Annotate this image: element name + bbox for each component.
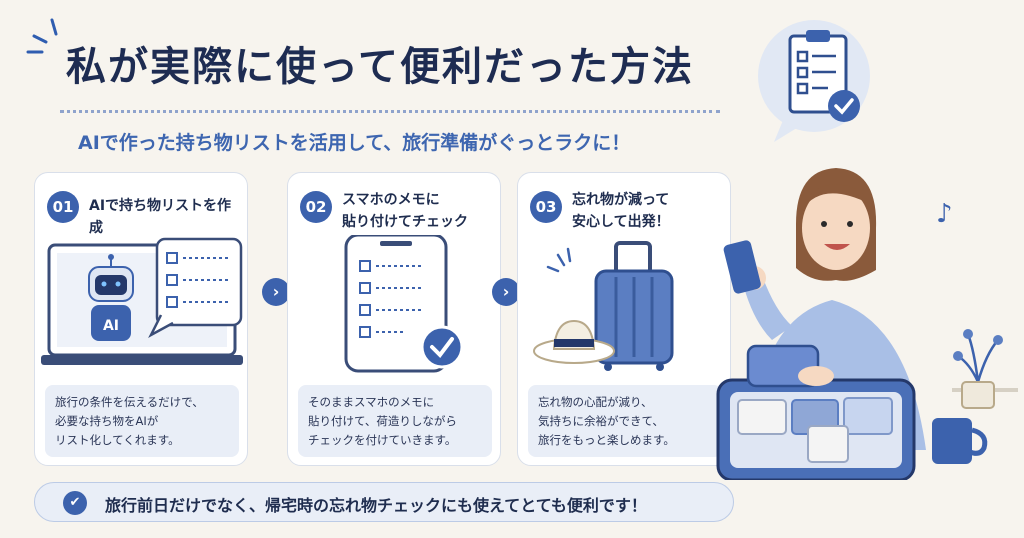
step-title-3: 忘れ物が減って 安心して出発！: [572, 192, 670, 230]
step-desc-2: そのままスマホのメモに 貼り付けて、荷造りしながら チェックを付けていきます。: [298, 385, 492, 457]
sparkle-icon: [26, 18, 58, 54]
smartphone-checklist-icon: [344, 235, 464, 373]
step-card-2: 02 スマホのメモに 貼り付けてチェック そのままスマホのメモに 貼り付けて、荷…: [287, 172, 501, 466]
chevron-right-icon: ›: [262, 278, 290, 306]
footer-text: 旅行前日だけでなく、帰宅時の忘れ物チェックにも使えてとても便利です！: [105, 496, 647, 515]
footer-banner: ✔ 旅行前日だけでなく、帰宅時の忘れ物チェックにも使えてとても便利です！: [34, 482, 734, 522]
title-divider: [60, 110, 720, 113]
step-title-1: AIで持ち物リストを作成: [89, 198, 232, 236]
step-number-1: 01: [47, 191, 79, 223]
clipboard-icon: [758, 20, 870, 142]
music-note-icon: ♪: [936, 199, 953, 229]
person-packing-illustration: ♪: [716, 168, 1018, 480]
ai-chip-label: AI: [103, 318, 119, 334]
step-title-2: スマホのメモに 貼り付けてチェック: [342, 192, 468, 230]
laptop-robot-icon: AI: [41, 237, 243, 365]
suitcase-hat-icon: [533, 241, 674, 371]
step-card-1: 01 AIで持ち物リストを作成 AI 旅行の条件を伝えるだけで、 必要な持ち物を…: [34, 172, 248, 466]
chevron-right-icon: ›: [492, 278, 520, 306]
step-number-2: 02: [300, 191, 332, 223]
step-card-3: 03 忘れ物が減って 安心して出発！ 忘れ物の心配が減り、 気持ちに余裕ができて…: [517, 172, 731, 466]
step-desc-1: 旅行の条件を伝えるだけで、 必要な持ち物をAIが リスト化してくれます。: [45, 385, 239, 457]
step-number-3: 03: [530, 191, 562, 223]
page-subtitle: AIで作った持ち物リストを活用して、旅行準備がぐっとラクに！: [78, 132, 631, 154]
check-icon: ✔: [63, 491, 87, 515]
page-title: 私が実際に使って便利だった方法: [66, 44, 694, 90]
step-desc-3: 忘れ物の心配が減り、 気持ちに余裕ができて、 旅行をもっと楽しめます。: [528, 385, 722, 457]
